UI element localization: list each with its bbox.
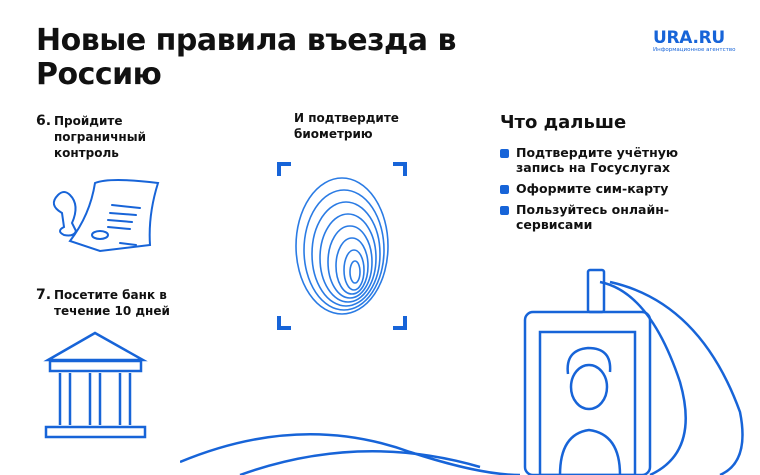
bullet-icon: [500, 149, 509, 158]
next-list: Подтвердите учётную запись на Госуслугах…: [500, 145, 700, 238]
ura-logo: URA.RU Информационное агентство: [653, 28, 736, 53]
step-7: 7. Посетите банк в течение 10 дней: [36, 287, 170, 318]
bullet-icon: [500, 185, 509, 194]
stamped-document-icon: [52, 179, 160, 253]
bullet-icon: [500, 206, 509, 215]
next-title: Что дальше: [500, 112, 627, 133]
id-badge-illustration: [180, 268, 744, 475]
fingerprint-icon: [277, 162, 407, 330]
list-item: Пользуйтесь онлайн-сервисами: [500, 202, 700, 232]
biometrics-caption: И подтвердите биометрию: [294, 111, 399, 141]
bank-icon: [43, 331, 148, 439]
list-item: Подтвердите учётную запись на Госуслугах: [500, 145, 700, 175]
page-title: Новые правила въезда в Россию: [36, 23, 456, 92]
step-6: 6. Пройдите пограничный контроль: [36, 113, 146, 160]
list-item: Оформите сим-карту: [500, 181, 700, 196]
